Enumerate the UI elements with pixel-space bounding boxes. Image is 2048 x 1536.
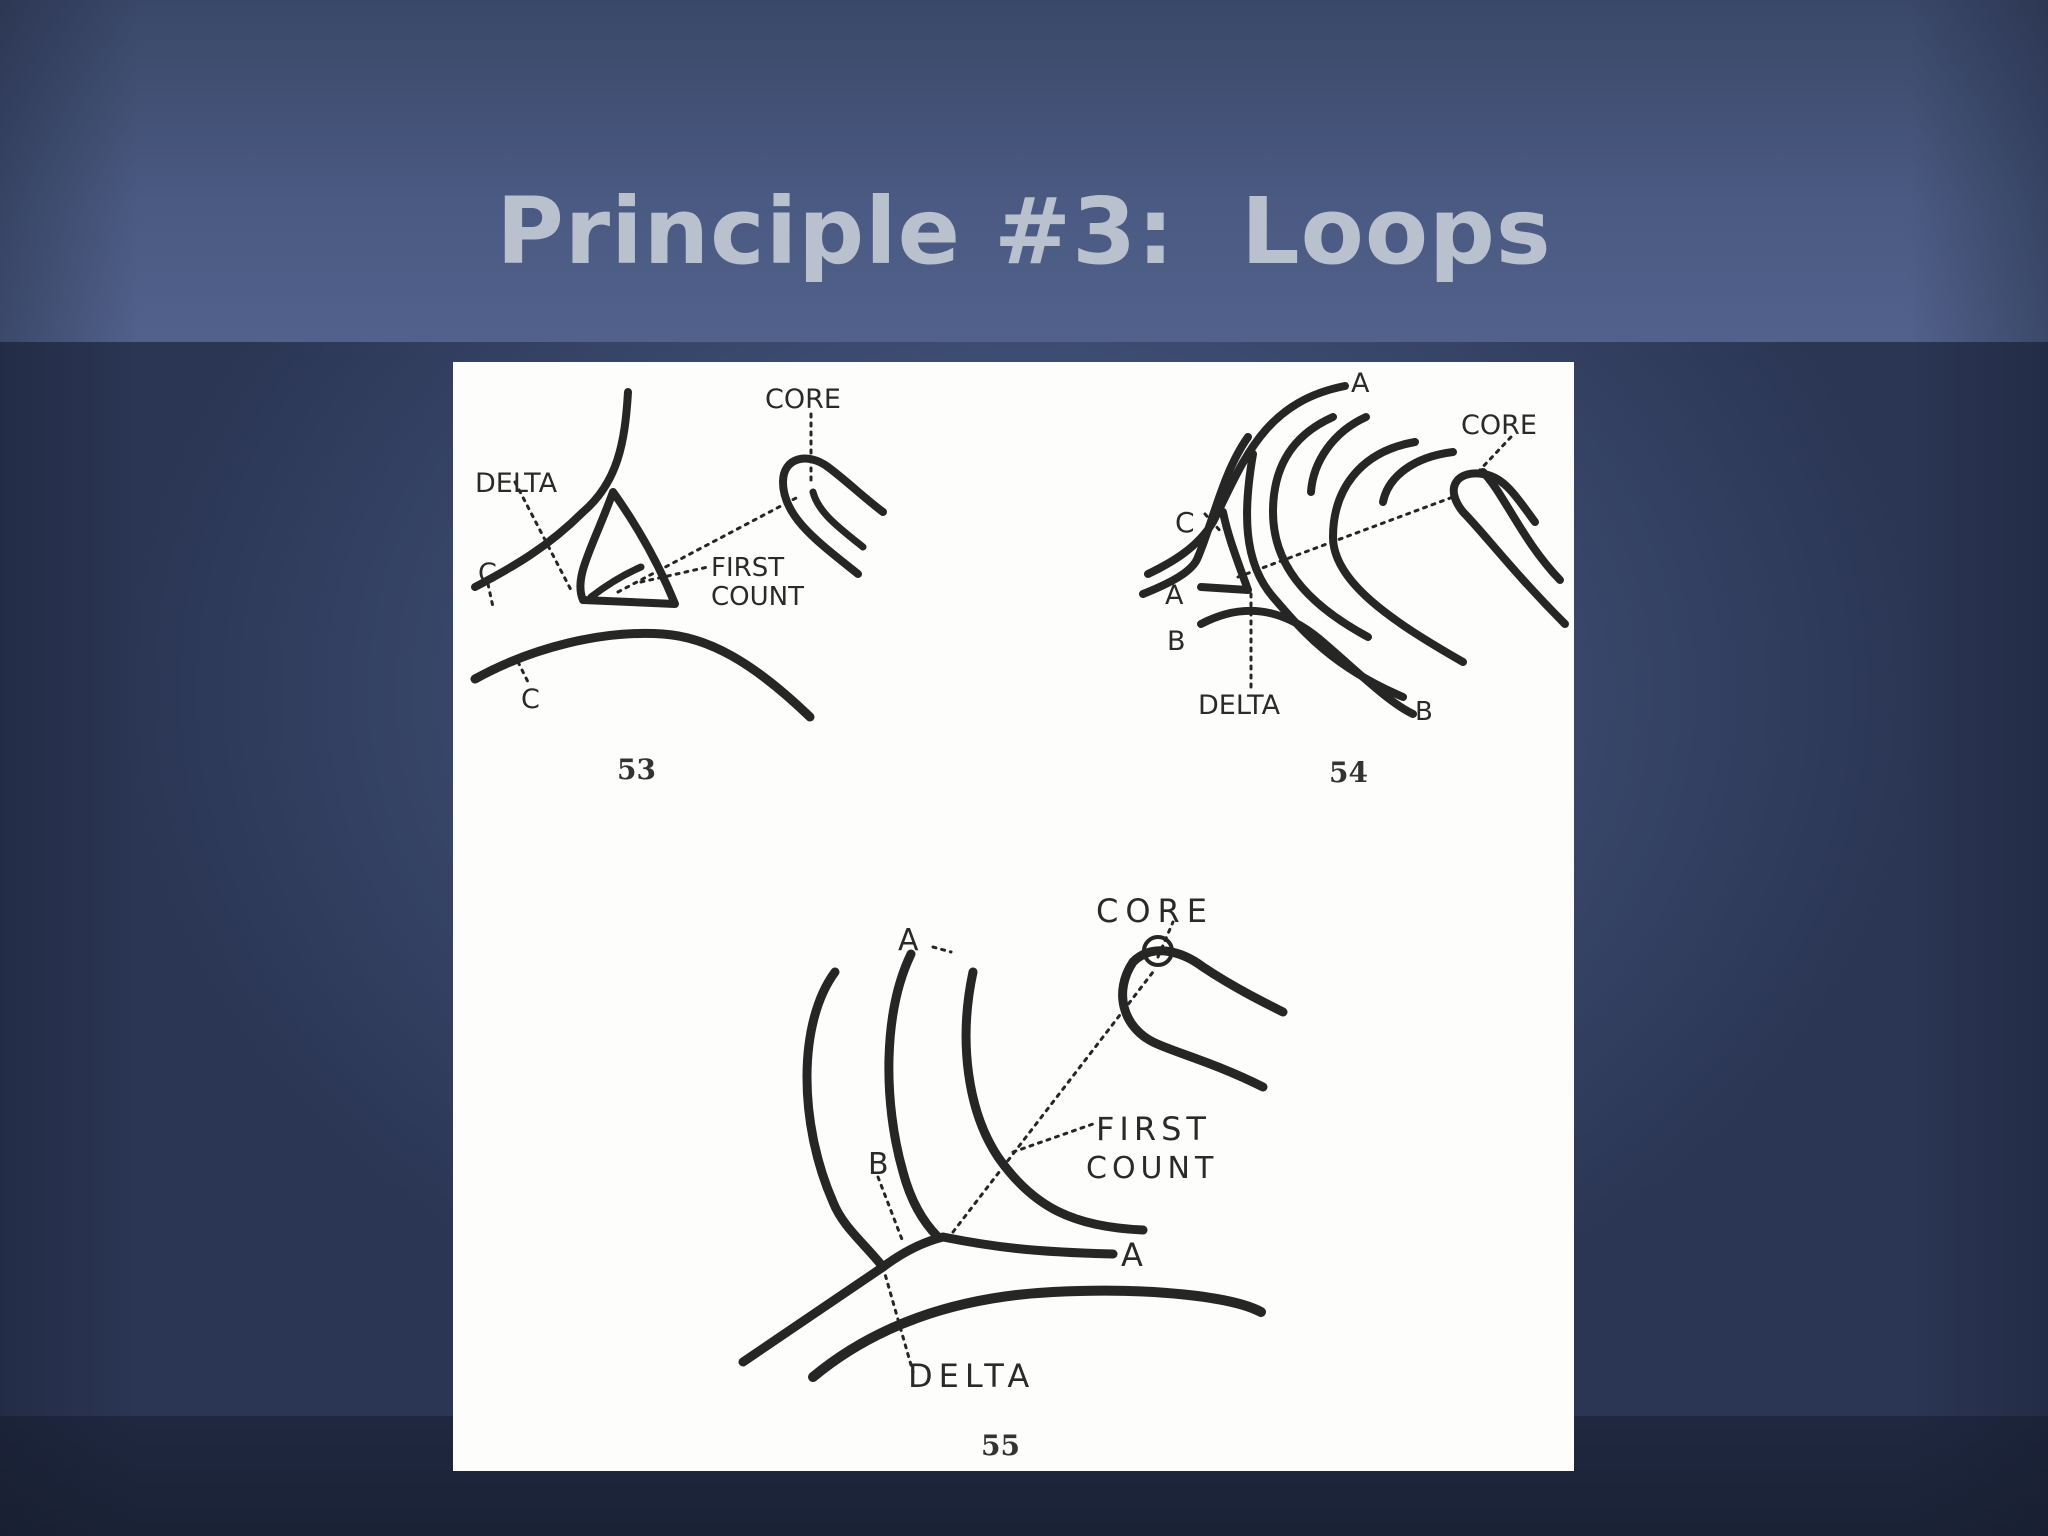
fig55-delta-pointer xyxy=(881,1265,915,1374)
fig55-a-top-pointer xyxy=(931,945,953,954)
fig55-count-label: COUNT xyxy=(1086,1151,1218,1186)
fig54-ridge-4 xyxy=(1329,438,1467,666)
fig55-count-line xyxy=(951,970,1155,1234)
fig54-core-loop xyxy=(1449,469,1569,628)
fig54-count-line xyxy=(1236,495,1455,579)
figure-53: CORE DELTA FIRST COUNT C C 53 xyxy=(470,384,887,786)
slide-title: Principle #3: Loops xyxy=(496,178,1552,285)
fig55-a-top-label: A xyxy=(898,923,919,958)
fig54-a-top-label: A xyxy=(1351,368,1370,399)
fig53-c-lower-pointer xyxy=(516,660,530,684)
right-vignette xyxy=(1908,0,2048,1536)
fig55-delta-label: DELTA xyxy=(908,1357,1035,1395)
fig54-number: 54 xyxy=(1329,756,1368,789)
fig53-c-upper-pointer xyxy=(486,582,495,609)
fig53-count-label: COUNT xyxy=(711,582,804,612)
fig55-delta-left xyxy=(738,1262,888,1367)
fig55-a-right-label: A xyxy=(1121,1236,1143,1274)
fig54-ridge-3 xyxy=(1307,413,1370,496)
fig53-first-label: FIRST xyxy=(711,553,784,583)
fig53-number: 53 xyxy=(617,753,656,786)
fig55-core-label: CORE xyxy=(1096,892,1214,930)
fig53-first-pointer xyxy=(639,565,710,584)
fig53-c-lower-label: C xyxy=(521,684,540,715)
fig54-a-left-label: A xyxy=(1165,580,1184,611)
title-band xyxy=(0,0,2048,342)
fig55-delta-right xyxy=(878,1232,1118,1272)
fig55-ridge-left xyxy=(802,967,888,1272)
fig54-ridge-2 xyxy=(1269,413,1372,641)
fig54-c-pointer xyxy=(1203,512,1225,536)
fig54-ridge-1 xyxy=(1144,382,1349,578)
fig53-delta-label: DELTA xyxy=(475,468,558,499)
fingerprint-diagrams: CORE DELTA FIRST COUNT C C 53 xyxy=(470,368,1569,1462)
fig53-delta-triangle xyxy=(576,488,679,608)
fig54-c-label: C xyxy=(1175,506,1195,539)
fig54-inner-ridge xyxy=(1243,450,1407,701)
fig54-b-right-label: B xyxy=(1415,697,1433,727)
fig53-upper-ridge xyxy=(471,388,632,591)
fig54-core-label: CORE xyxy=(1461,410,1537,441)
fig53-c-upper-label: C xyxy=(478,558,497,589)
fig55-number: 55 xyxy=(981,1429,1020,1462)
figure-54: A CORE C A B DELTA B 54 xyxy=(1139,368,1569,789)
fig55-lower-ridge xyxy=(808,1285,1266,1382)
fig53-core-label: CORE xyxy=(765,384,841,415)
fig53-count-line xyxy=(616,495,800,594)
fig55-b-pointer xyxy=(876,1175,905,1244)
figure-55: A CORE FIRST COUNT B A DELTA 55 xyxy=(738,892,1288,1462)
fig53-inner-stroke xyxy=(587,563,645,601)
left-vignette xyxy=(0,0,140,1536)
fig54-left-ridge xyxy=(1139,433,1252,598)
fig55-core-circle xyxy=(1142,935,1174,967)
fig54-ridge-6 xyxy=(1379,448,1457,506)
fig55-first-pointer xyxy=(1011,1122,1095,1154)
fig53-delta-pointer xyxy=(513,480,573,592)
fig54-core-pointer xyxy=(1476,435,1513,474)
fig54-delta xyxy=(1197,508,1252,594)
fig54-ridge-5 xyxy=(1479,468,1564,584)
fig53-lower-ridge xyxy=(470,628,815,722)
fig55-core-loop xyxy=(1118,946,1288,1092)
fig53-core-inner xyxy=(809,488,867,551)
fig55-ridge-middle xyxy=(884,949,943,1242)
fingerprint-figure-panel: CORE DELTA FIRST COUNT C C 53 xyxy=(453,362,1574,1471)
fig55-b-label: B xyxy=(868,1147,889,1182)
fig55-ridge-right xyxy=(961,967,1148,1235)
fig53-core-loop xyxy=(779,454,887,578)
fig54-lower-ridge xyxy=(1197,606,1417,718)
fig54-delta-label: DELTA xyxy=(1198,690,1281,721)
fig54-b-left-label: B xyxy=(1167,626,1186,657)
fig55-first-label: FIRST xyxy=(1096,1110,1211,1148)
